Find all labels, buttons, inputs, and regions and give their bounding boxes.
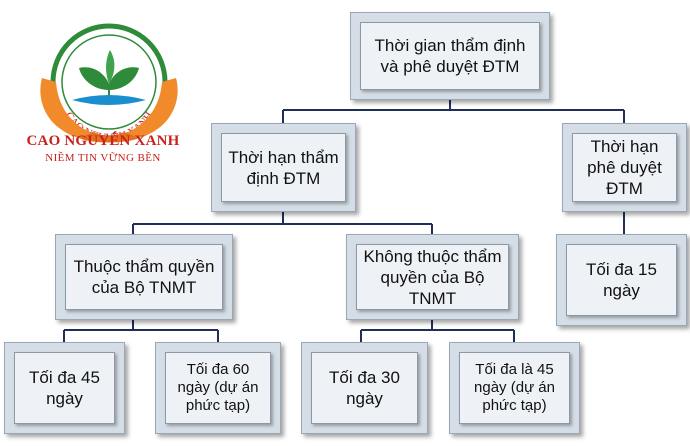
ministry-normal-node-label: Tối đa 45 ngày <box>14 352 115 424</box>
company-logo: CAO NGUYÊN XANH <box>40 23 178 144</box>
non-ministry-complex-node: Tối đa là 45 ngày (dự án phức tạp) <box>449 342 580 434</box>
ministry-complex-node-label: Tối đa 60 ngày (dự án phức tạp) <box>165 352 271 424</box>
approval-node: Thời hạn phê duyệt ĐTM <box>562 123 687 212</box>
approval-max-node: Tối đa 15 ngày <box>556 234 687 326</box>
sprout-icon <box>79 50 139 98</box>
logo-company-name: CAO NGUYÊN XANH <box>26 133 180 149</box>
ministry-node-label: Thuộc thẩm quyền của Bộ TNMT <box>65 244 223 310</box>
non-ministry-node: Không thuộc thẩm quyền của Bộ TNMT <box>346 234 519 320</box>
non-ministry-normal-node: Tối đa 30 ngày <box>301 342 428 434</box>
non-ministry-normal-node-label: Tối đa 30 ngày <box>311 352 418 424</box>
logo-tagline: NIỀM TIN VỮNG BỀN <box>45 152 161 164</box>
water-band-icon <box>72 95 146 105</box>
ministry-normal-node: Tối đa 45 ngày <box>4 342 125 434</box>
root-node: Thời gian thẩm định và phê duyệt ĐTM <box>350 12 550 100</box>
ministry-node: Thuộc thẩm quyền của Bộ TNMT <box>55 234 233 320</box>
non-ministry-complex-node-label: Tối đa là 45 ngày (dự án phức tạp) <box>459 352 570 424</box>
approval-node-label: Thời hạn phê duyệt ĐTM <box>572 133 677 202</box>
hands-icon <box>40 78 178 143</box>
ministry-complex-node: Tối đa 60 ngày (dự án phức tạp) <box>155 342 281 434</box>
appraisal-node: Thời hạn thẩm định ĐTM <box>211 123 356 212</box>
approval-max-node-label: Tối đa 15 ngày <box>566 244 677 316</box>
non-ministry-node-label: Không thuộc thẩm quyền của Bộ TNMT <box>356 244 509 310</box>
appraisal-node-label: Thời hạn thẩm định ĐTM <box>221 133 346 202</box>
root-node-label: Thời gian thẩm định và phê duyệt ĐTM <box>360 22 540 90</box>
